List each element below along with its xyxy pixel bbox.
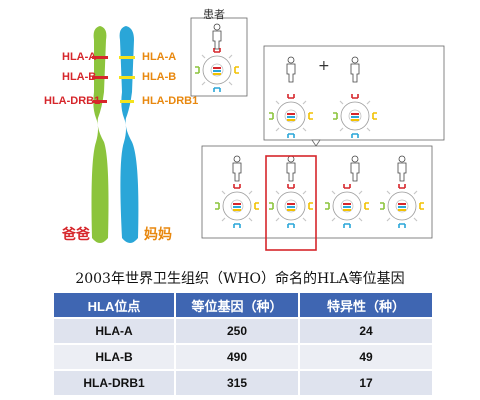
cell-locus: HLA-B xyxy=(54,343,176,370)
cell-alleles: 490 xyxy=(175,343,300,370)
cell-specificity: 17 xyxy=(299,369,432,395)
cell-locus: HLA-A xyxy=(54,317,176,344)
father-band-b xyxy=(92,76,108,79)
table-header-row: HLA位点 等位基因（种） 特异性（种） xyxy=(54,293,432,318)
table-row: HLA-A 250 24 xyxy=(54,317,432,344)
father-locus-b: HLA-B xyxy=(62,71,97,83)
father-label: 爸爸 xyxy=(62,227,90,243)
father-band-drb1 xyxy=(93,100,107,103)
mother-band-b xyxy=(119,76,135,79)
hla-matching-diagram xyxy=(190,17,445,251)
header-locus: HLA位点 xyxy=(54,293,176,318)
hla-allele-table: HLA位点 等位基因（种） 特异性（种） HLA-A 250 24 HLA-B … xyxy=(54,293,432,395)
table-title: 2003年世界卫生组织（WHO）命名的HLA等位基因 xyxy=(75,271,405,287)
father-band-a xyxy=(92,56,108,59)
chromosome-illustration xyxy=(91,26,139,243)
table-row: HLA-B 490 49 xyxy=(54,343,432,370)
mother-chromosome xyxy=(119,26,139,243)
header-specificity: 特异性（种） xyxy=(299,293,432,318)
cell-locus: HLA-DRB1 xyxy=(54,369,176,395)
cell-alleles: 315 xyxy=(175,369,300,395)
mother-locus-b: HLA-B xyxy=(142,71,177,83)
father-locus-drb1: HLA-DRB1 xyxy=(44,95,101,107)
cell-alleles: 250 xyxy=(175,317,300,344)
cell-specificity: 24 xyxy=(299,317,432,344)
father-chromosome xyxy=(91,26,109,243)
table-row: HLA-DRB1 315 17 xyxy=(54,369,432,395)
mother-locus-a: HLA-A xyxy=(142,51,177,63)
cell-specificity: 49 xyxy=(299,343,432,370)
patient-label: 患者 xyxy=(203,8,225,21)
mother-locus-drb1: HLA-DRB1 xyxy=(142,95,199,107)
father-locus-a: HLA-A xyxy=(62,51,97,63)
parents-panel xyxy=(263,45,445,141)
mother-band-drb1 xyxy=(120,100,134,103)
mother-band-a xyxy=(119,56,135,59)
plus-sign: + xyxy=(318,58,330,74)
matched-sibling-highlight xyxy=(265,155,317,251)
mother-label: 妈妈 xyxy=(144,227,172,243)
header-alleles: 等位基因（种） xyxy=(175,293,300,318)
